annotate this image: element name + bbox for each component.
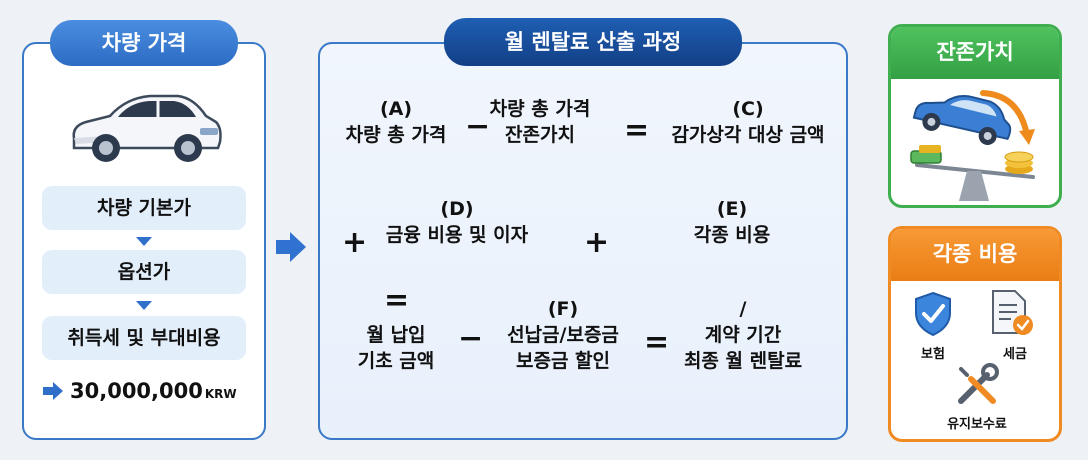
term-f-line2: 보증금 할인 bbox=[515, 350, 610, 372]
equals-operator: = bbox=[384, 283, 410, 318]
step-options: 옵션가 bbox=[42, 250, 246, 294]
calculation-title: 월 렌탈료 산출 과정 bbox=[444, 18, 742, 66]
total-price: 30,000,000 KRW bbox=[42, 376, 237, 406]
term-e-label: (E) bbox=[716, 198, 748, 220]
term-b-top: 차량 총 가격 bbox=[489, 98, 591, 120]
term-f-label: (F) bbox=[547, 298, 579, 320]
calculation-panel bbox=[318, 42, 848, 440]
term-a: (A) 차량 총 가격 bbox=[336, 96, 456, 148]
flow-arrow-icon bbox=[276, 232, 306, 262]
plus-operator: + bbox=[342, 225, 368, 260]
term-e-text: 각종 비용 bbox=[693, 224, 771, 246]
term-b-text: 잔존가치 bbox=[505, 124, 575, 146]
term-h-line1: 계약 기간 bbox=[704, 324, 782, 346]
term-b: 차량 총 가격 잔존가치 bbox=[470, 96, 610, 148]
residual-scale-illustration bbox=[910, 90, 1035, 201]
term-h: / 계약 기간 최종 월 렌탈료 bbox=[668, 296, 818, 374]
cost-insurance: 보험 bbox=[921, 347, 945, 362]
equals-operator: = bbox=[644, 325, 670, 360]
residual-value-panel: 잔존가치 bbox=[888, 24, 1062, 208]
total-price-unit: KRW bbox=[204, 387, 237, 401]
wrench-screwdriver-icon bbox=[958, 363, 999, 404]
term-d-label: (D) bbox=[440, 198, 474, 220]
cost-maintenance: 유지보수료 bbox=[947, 417, 1007, 432]
term-c-text: 감가상각 대상 금액 bbox=[671, 124, 825, 146]
step-base-price: 차량 기본가 bbox=[42, 186, 246, 230]
cost-tax: 세금 bbox=[1003, 347, 1027, 362]
term-a-text: 차량 총 가격 bbox=[345, 124, 447, 146]
car-icon bbox=[72, 94, 222, 162]
tax-document-icon bbox=[992, 290, 1033, 335]
right-arrow-icon bbox=[43, 382, 63, 400]
shield-check-icon bbox=[915, 291, 951, 337]
total-price-value: 30,000,000 bbox=[70, 379, 203, 403]
term-g-line2: 기초 금액 bbox=[357, 350, 435, 372]
term-d-text: 금융 비용 및 이자 bbox=[385, 224, 529, 246]
plus-operator: + bbox=[584, 225, 610, 260]
vehicle-price-title: 차량 가격 bbox=[50, 20, 238, 66]
minus-operator: − bbox=[465, 109, 491, 144]
various-costs-panel: 각종 비용 보험 세금 유지보수료 bbox=[888, 226, 1062, 442]
term-f-line1: 선납금/보증금 bbox=[507, 324, 619, 346]
various-costs-title: 각종 비용 bbox=[891, 229, 1059, 281]
slash-operator: / bbox=[739, 298, 747, 320]
term-a-label: (A) bbox=[379, 98, 413, 120]
down-arrow-icon bbox=[136, 237, 152, 246]
term-g-line1: 월 납입 bbox=[366, 324, 426, 346]
term-f: (F) 선납금/보증금 보증금 할인 bbox=[488, 296, 638, 374]
term-g: 월 납입 기초 금액 bbox=[344, 322, 448, 374]
term-c: (C) 감가상각 대상 금액 bbox=[656, 96, 840, 148]
equals-operator: = bbox=[624, 113, 650, 148]
minus-operator: − bbox=[458, 321, 484, 356]
term-c-label: (C) bbox=[732, 98, 764, 120]
residual-value-title: 잔존가치 bbox=[891, 27, 1059, 79]
term-e: (E) 각종 비용 bbox=[672, 196, 792, 248]
term-h-line2: 최종 월 렌탈료 bbox=[683, 350, 803, 372]
term-d: (D) 금융 비용 및 이자 bbox=[372, 196, 542, 248]
down-arrow-icon bbox=[136, 301, 152, 310]
step-acquisition-tax: 취득세 및 부대비용 bbox=[42, 316, 246, 360]
